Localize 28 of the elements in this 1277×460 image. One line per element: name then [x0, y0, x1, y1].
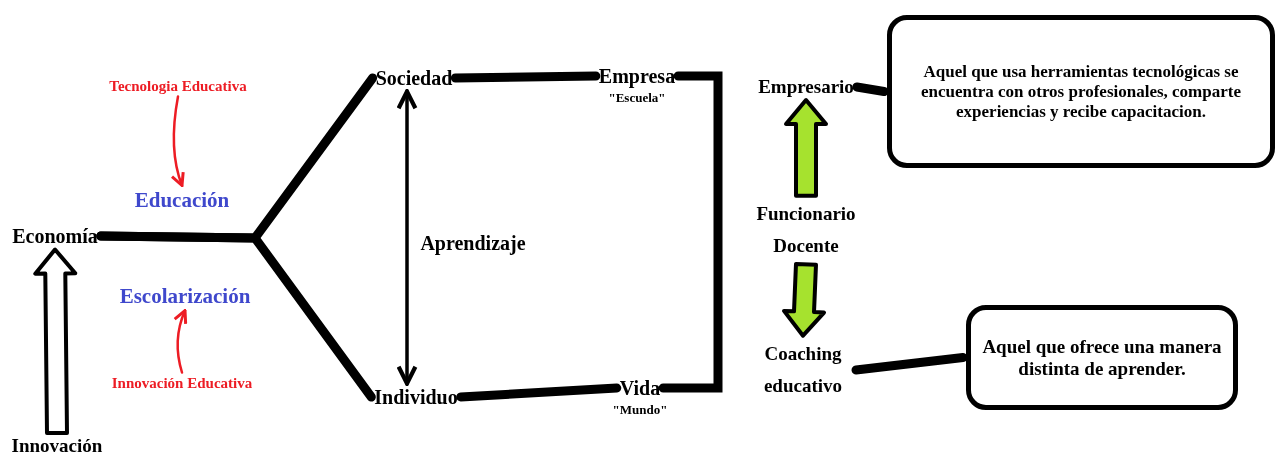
connector-line: [96, 231, 376, 402]
arrow: [170, 95, 186, 187]
concept-label: Funcionario Docente: [751, 197, 861, 263]
block-arrow: [33, 247, 78, 436]
connector-line: [450, 71, 601, 83]
concept-label: Escolarización: [119, 283, 251, 309]
connector-line: [852, 82, 889, 96]
description-box: Aquel que ofrece una manera distinta de aprender.: [966, 305, 1238, 410]
concept-label: Coaching educativo: [753, 337, 853, 403]
concept-label: Educación: [134, 187, 230, 213]
concept-label: Innovación: [11, 435, 103, 457]
block-arrow: [782, 261, 826, 338]
concept-label: Economía: [12, 224, 98, 248]
concept-label: Sociedad: [375, 66, 453, 90]
double-arrow: [396, 89, 418, 386]
arrow: [173, 309, 188, 374]
connector-line: [456, 383, 622, 402]
connector-line: [851, 353, 968, 375]
caption-text: "Escuela": [607, 89, 667, 106]
concept-label: Innovación Educativa: [111, 374, 253, 392]
concept-label: Empresario: [758, 76, 854, 98]
concept-label: Individuo: [374, 385, 458, 409]
concept-label: Vida: [619, 376, 661, 400]
block-arrow: [784, 98, 828, 198]
concept-label: Tecnologia Educativa: [109, 77, 247, 95]
caption-text: "Mundo": [612, 401, 668, 418]
concept-label: Empresa: [598, 64, 676, 88]
description-box: Aquel que usa herramientas tecnológicas se encuentra con otros profesionales, comparte experiencias y recibe capacitacion.: [887, 15, 1275, 168]
